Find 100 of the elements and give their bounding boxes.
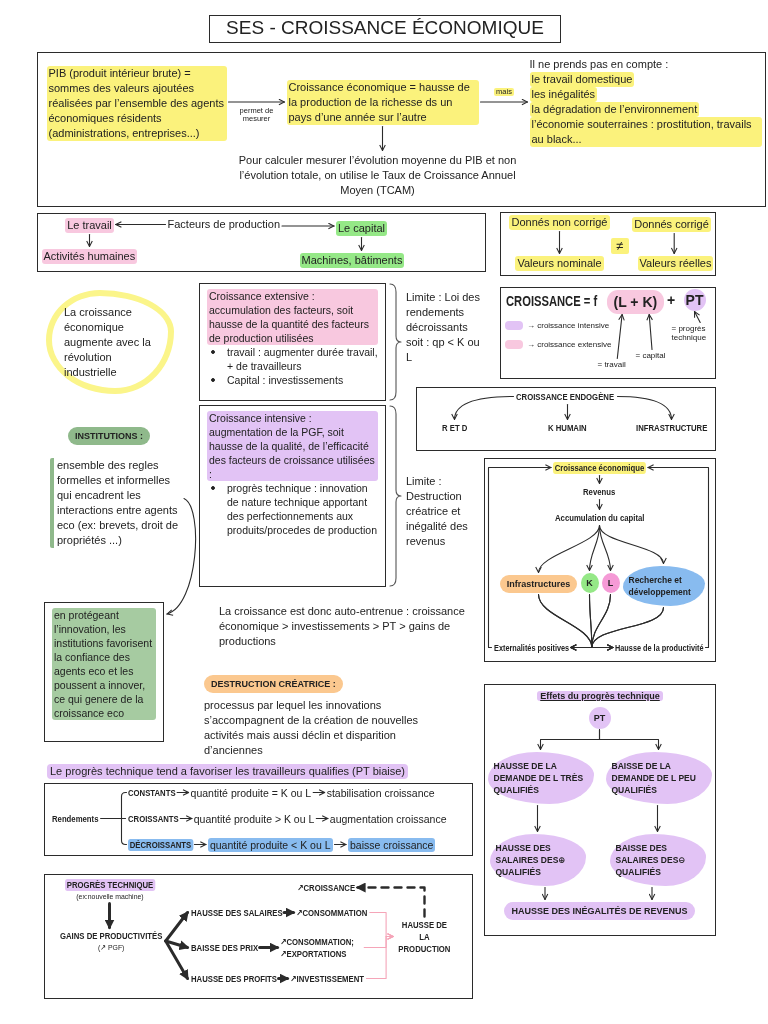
highlighted-text: Activités humaines (41, 248, 138, 264)
arrow (115, 221, 167, 228)
arrow (164, 910, 189, 943)
legend-text: → croissance extensive (527, 340, 612, 349)
arrow (616, 395, 675, 421)
text-label: augmentation croissance (329, 811, 447, 826)
text-label: HAUSSE DES PROFITS (190, 972, 277, 985)
letter-circle: K (580, 572, 599, 593)
section-frame (500, 212, 716, 276)
highlighted-text: Donnés non corrigé (509, 214, 610, 230)
highlighted-text: DÉCROISSANTS (127, 838, 193, 851)
highlighted-text: Croissance intensive : augmentation de la PGF, soit hausse de la qualité, de l’efficacité des facteurs de croissance utilisées : (207, 411, 378, 481)
arrow (333, 841, 347, 848)
legend-text: → croissance intensive (527, 321, 610, 330)
arrow (534, 804, 541, 833)
cloud-bubble: Recherche et développement (622, 565, 705, 606)
letter-circle: L (601, 572, 620, 593)
text-label: Hausse de la productivité (614, 641, 704, 654)
cloud-bubble: HAUSSE DE LA DEMANDE DE L TRÈS QUALIFIÉS (487, 751, 594, 804)
letter-circle: PT (588, 706, 611, 729)
arrow (596, 474, 603, 485)
highlighted-text: Valeurs réelles (637, 255, 714, 271)
cloud-bubble: BAISSE DE LA DEMANDE DE L PEU QUALIFIÉS (605, 751, 712, 804)
highlighted-text: PIB (produit intérieur brute) = sommes des valeurs ajoutées réalisées par l’ensemble des agents économiques résidents (administrations, entreprises...) (46, 65, 227, 141)
text-label: = progrès technique (671, 323, 713, 342)
arrow (166, 497, 197, 615)
arrow (227, 98, 286, 106)
cloud-bubble: HAUSSE DES SALAIRES DES⊕ QUALIFIÉS (489, 833, 586, 886)
highlighted-text: la dégradation de l’environnement (529, 101, 700, 117)
highlighted-note: Le progrès technique tend a favoriser les travailleurs qualifies (PT biaise) (47, 764, 409, 779)
arrow (591, 606, 665, 651)
text-label: Il ne prends pas en compte : (529, 56, 670, 72)
tag-pill: DESTRUCTION CRÉATRICE : (204, 675, 343, 693)
section-frame (37, 52, 766, 207)
note-text: La croissance est donc auto-entrenue : croissance économique > investissements > PT > gains de productions (219, 604, 466, 649)
text-label: = capital (635, 350, 666, 360)
highlighted-text: Machines, bâtiments (299, 252, 405, 268)
arrow (277, 973, 290, 984)
text-box (199, 405, 386, 587)
text-label: Pour calculer mesurer l’évolution moyenne du PIB et non l’évolution totale, on utilise le Taux de Croissance Annuel Moyen (TCAM) (221, 152, 534, 198)
text-label: (↗ PGF) (97, 941, 126, 953)
text-label: stabilisation croissance (326, 785, 435, 800)
text-label: GAINS DE PRODUCTIVITÉS (60, 929, 163, 942)
page-title: SES - CROISSANCE ÉCONOMIQUE (209, 15, 561, 43)
highlighted-text: Le travail (65, 217, 114, 233)
arrow (281, 222, 335, 230)
arrow (312, 789, 326, 796)
arrow (358, 236, 365, 252)
text-label: quantité produite > K ou L (193, 811, 315, 826)
text-label: ↗CROISSANCE (296, 881, 355, 894)
arrow (598, 524, 666, 565)
text-label: K HUMAIN (548, 421, 587, 434)
tag-pill: Infrastructures (499, 574, 578, 593)
section-frame (44, 874, 473, 999)
arrow (654, 804, 661, 833)
highlighted-text: Croissance économique (553, 461, 646, 474)
arrow (179, 815, 193, 822)
text-box (199, 283, 386, 401)
text-label: ↗CONSOMMATION; ↗EXPORTATIONS (279, 935, 362, 960)
arrow (451, 395, 515, 421)
note-text: + (667, 291, 676, 309)
tag-pill: (L + K) (606, 289, 665, 314)
definition-text: ensemble des regles formelles et informelles qui encadrent les interactions entre agents eco (ex: brevets, droit de propriétés ...) (50, 458, 182, 548)
arrow (648, 886, 656, 901)
note-text: CROISSANCE = f (506, 292, 598, 310)
connector-line (100, 817, 128, 846)
arrow (258, 942, 280, 953)
arrow (647, 464, 710, 649)
arrow (164, 939, 190, 950)
arrow (693, 310, 701, 324)
side-note: processus par lequel les innovations s’accompagnent de la création de nouvelles activités mais aussi déclin et disparition d’anciennes (204, 698, 420, 758)
arrow (365, 933, 394, 980)
arrow (86, 233, 93, 248)
text-label: INFRASTRUCTURE (635, 421, 708, 434)
text-label: Facteurs de production (167, 216, 280, 232)
highlighted-text: Valeurs nominale (515, 255, 604, 271)
highlighted-text: Donnés corrigé (632, 216, 711, 232)
text-label: Accumulation du capital (554, 511, 645, 524)
text-label: = travail (597, 359, 626, 369)
highlighted-text: Le capital (335, 220, 388, 236)
arrow (315, 815, 329, 822)
section-frame (416, 387, 716, 451)
arrow (598, 728, 662, 751)
letter-circle: PT (683, 288, 706, 311)
arrow (164, 939, 189, 981)
symbol-tile: ≠ (610, 237, 629, 254)
text-label: BAISSE DES PRIX (190, 941, 258, 954)
tag-pill: INSTITUTIONS : (68, 427, 150, 445)
arrow (176, 789, 190, 796)
text-label: Externalités positives (493, 641, 569, 654)
text-label: CONSTANTS (127, 786, 176, 799)
text-label: quantité produite = K ou L (190, 785, 312, 800)
arrow (596, 498, 603, 511)
text-label: Revenus (583, 485, 616, 498)
arrow (646, 313, 653, 351)
arrow (487, 464, 552, 649)
arrow (556, 230, 563, 255)
arrow (541, 886, 549, 901)
arrow (104, 902, 115, 930)
thought-bubble: La croissance économique augmente avec la révolution industrielle (46, 290, 174, 394)
